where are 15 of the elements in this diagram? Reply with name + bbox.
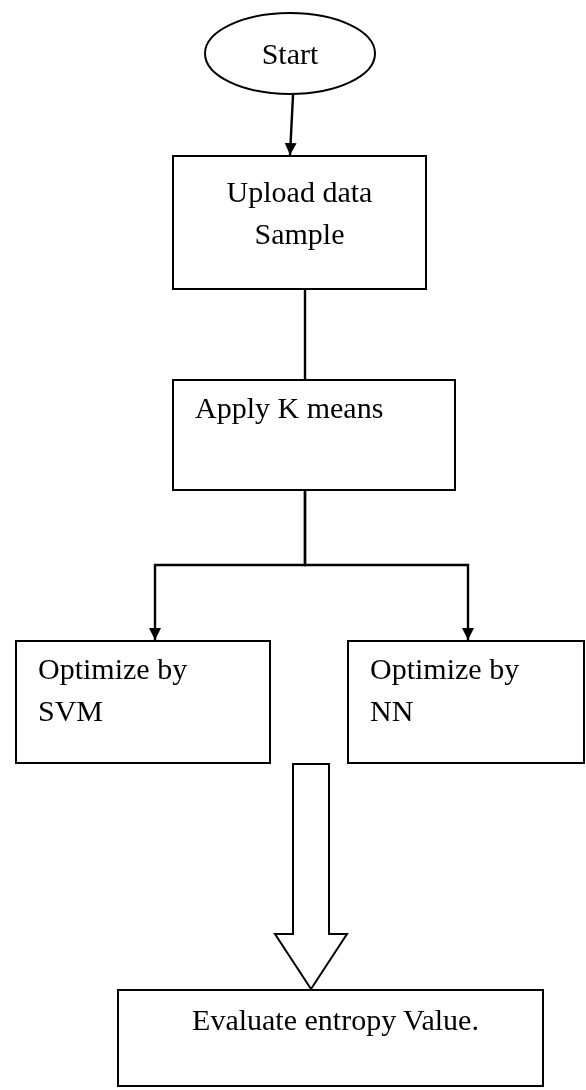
node-label: Optimize by NN: [370, 651, 521, 729]
node-label: Apply K means: [195, 390, 384, 426]
connector-arrow: [303, 491, 474, 640]
process-box: [117, 989, 544, 1087]
node-label: Optimize by SVM: [38, 651, 189, 729]
node-label: Evaluate entropy Value.: [192, 1002, 479, 1038]
process-box: [347, 640, 585, 764]
start-ellipse: [204, 12, 376, 95]
connector-arrow: [284, 94, 297, 156]
process-box: [172, 155, 427, 290]
process-box: [172, 379, 456, 491]
process-box: [15, 640, 271, 764]
node-label: Start: [261, 35, 319, 72]
block-arrow: [273, 763, 349, 991]
node-label: Upload data Sample: [225, 174, 374, 252]
